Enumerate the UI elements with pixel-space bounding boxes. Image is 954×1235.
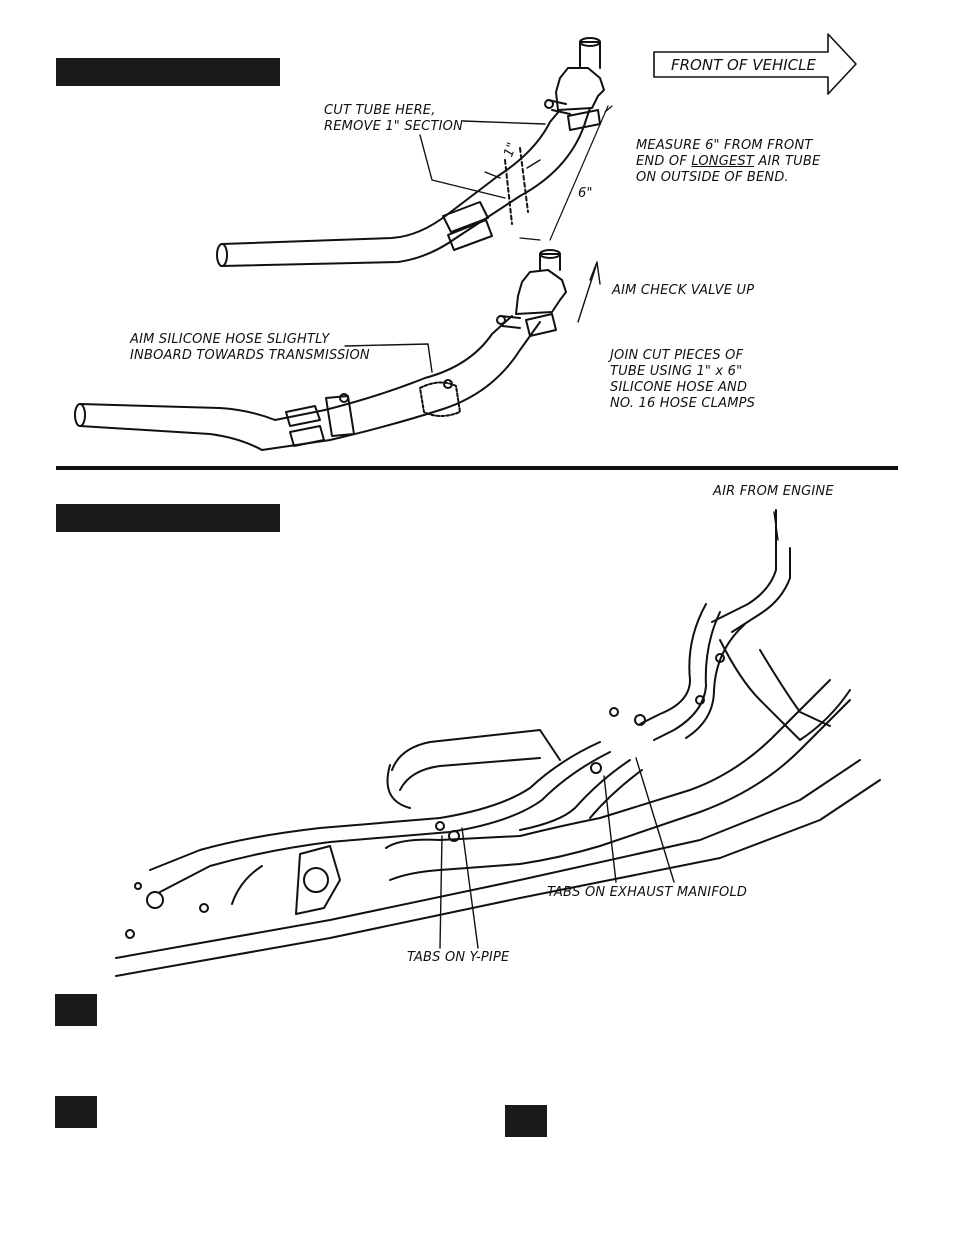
- dim-six-inch: 6": [578, 186, 593, 201]
- lower-air-tube-illustration: [74, 249, 601, 451]
- measure-line2-pre: END OF: [636, 154, 692, 169]
- tabs-exhaust-manifold-label: TABS ON EXHAUST MANIFOLD: [547, 885, 748, 900]
- figure1-header-bar: [56, 58, 280, 86]
- aim-hose-line2: INBOARD TOWARDS TRANSMISSION: [130, 348, 370, 363]
- section-divider: [56, 466, 898, 470]
- measure-note-line3: ON OUTSIDE OF BEND.: [636, 170, 789, 185]
- join-note-line1: JOIN CUT PIECES OF: [610, 348, 744, 363]
- step-marker-2: [55, 1096, 97, 1128]
- measure-note-line2: END OF LONGEST AIR TUBE: [636, 154, 820, 170]
- tabs-y-pipe-label: TABS ON Y-PIPE: [407, 950, 510, 965]
- cut-note-line1: CUT TUBE HERE,: [324, 103, 436, 118]
- join-note-line3: SILICONE HOSE AND: [610, 380, 748, 395]
- front-of-vehicle-label: FRONT OF VEHICLE: [671, 56, 816, 74]
- measure-line2-post: AIR TUBE: [754, 154, 821, 169]
- exhaust-assembly-illustration: [115, 509, 881, 977]
- step-marker-1: [55, 994, 97, 1026]
- cut-note-line2: REMOVE 1" SECTION: [324, 119, 463, 134]
- step-marker-3: [505, 1105, 547, 1137]
- air-from-engine-label: AIR FROM ENGINE: [713, 484, 834, 499]
- upper-air-tube-illustration: [216, 33, 857, 267]
- join-note-line4: NO. 16 HOSE CLAMPS: [610, 396, 756, 411]
- measure-line2-underlined: LONGEST: [691, 154, 755, 169]
- aim-hose-line1: AIM SILICONE HOSE SLIGHTLY: [130, 332, 330, 347]
- join-note-line2: TUBE USING 1" x 6": [610, 364, 743, 379]
- aim-check-valve-label: AIM CHECK VALVE UP: [612, 283, 755, 298]
- figure2-header-bar: [56, 504, 280, 532]
- measure-note-line1: MEASURE 6" FROM FRONT: [636, 138, 813, 153]
